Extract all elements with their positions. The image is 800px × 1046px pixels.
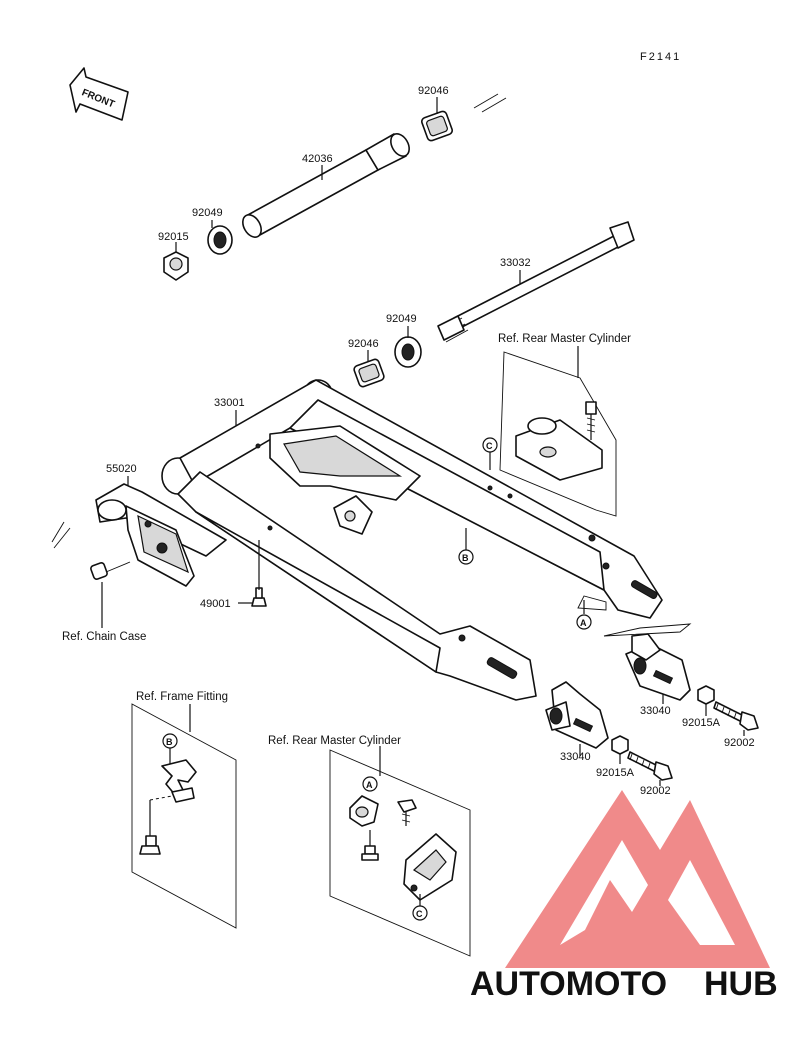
nut-92015A-right [697, 685, 715, 705]
svg-text:A: A [366, 780, 373, 790]
nut-92015A-left [611, 735, 629, 755]
watermark-text-automoto: AUTOMOTO [470, 965, 667, 1003]
label-92002-left: 92002 [640, 785, 671, 797]
label-92049-mid: 92049 [386, 313, 417, 325]
watermark-text-hub: HUB [704, 965, 778, 1003]
callout-c-top: C [482, 437, 498, 453]
svg-text:B: B [166, 737, 173, 747]
chain-guide-55020 [95, 483, 227, 587]
svg-text:C: C [486, 441, 493, 451]
svg-text:A: A [580, 618, 587, 628]
callout-b-swingarm: B [458, 549, 474, 565]
label-55020: 55020 [106, 463, 137, 475]
ref-frame-fitting-box [131, 703, 237, 929]
watermark-logo [505, 790, 770, 968]
ref-rear-master-cylinder-bottom-box [329, 746, 471, 957]
label-92002-right: 92002 [724, 737, 755, 749]
label-92015A-left: 92015A [596, 767, 635, 779]
label-92049-top: 92049 [192, 207, 223, 219]
callout-b-frame-fitting: B [162, 733, 178, 749]
callout-a-swingarm: A [576, 614, 592, 630]
svg-text:B: B [462, 553, 469, 563]
label-33032: 33032 [500, 257, 531, 269]
chain-adjuster-33040-left [545, 681, 609, 749]
ref-rear-master-cylinder-top: Ref. Rear Master Cylinder [498, 333, 631, 345]
figure-code: F2141 [640, 51, 681, 63]
ref-chain-case: Ref. Chain Case [62, 631, 146, 643]
grease-nipple-49001 [251, 587, 267, 607]
bolt-92002-left [627, 751, 673, 781]
ref-rear-master-cylinder-bottom: Ref. Rear Master Cylinder [268, 735, 401, 747]
label-33040-left: 33040 [560, 751, 591, 763]
chain-case-collar [90, 561, 131, 580]
label-92046-top: 92046 [418, 85, 449, 97]
label-33040-right: 33040 [640, 705, 671, 717]
bearing-92046-mid [353, 358, 385, 388]
bearing-92046-top [421, 110, 453, 142]
chain-adjuster-33040-right [603, 623, 692, 701]
label-92015A-right: 92015A [682, 717, 721, 729]
sleeve-42036 [242, 133, 410, 238]
ref-rear-master-cylinder-top-box [499, 346, 617, 517]
label-49001: 49001 [200, 598, 231, 610]
seal-92049-mid [394, 336, 422, 368]
label-92015: 92015 [158, 231, 189, 243]
orientation-marks [51, 93, 507, 549]
callout-c-master-cylinder: C [412, 905, 428, 921]
front-arrow-icon: FRONT [69, 67, 129, 121]
seal-92049-top [207, 225, 233, 255]
pivot-shaft-33032 [437, 221, 635, 343]
svg-text:C: C [416, 909, 423, 919]
label-92046-mid: 92046 [348, 338, 379, 350]
callout-a-master-cylinder: A [362, 776, 378, 792]
swingarm-33001 [161, 379, 663, 701]
bolt-92002-right [713, 701, 759, 731]
nut-92015 [163, 251, 189, 281]
label-42036: 42036 [302, 153, 333, 165]
label-33001: 33001 [214, 397, 245, 409]
ref-frame-fitting: Ref. Frame Fitting [136, 691, 228, 703]
